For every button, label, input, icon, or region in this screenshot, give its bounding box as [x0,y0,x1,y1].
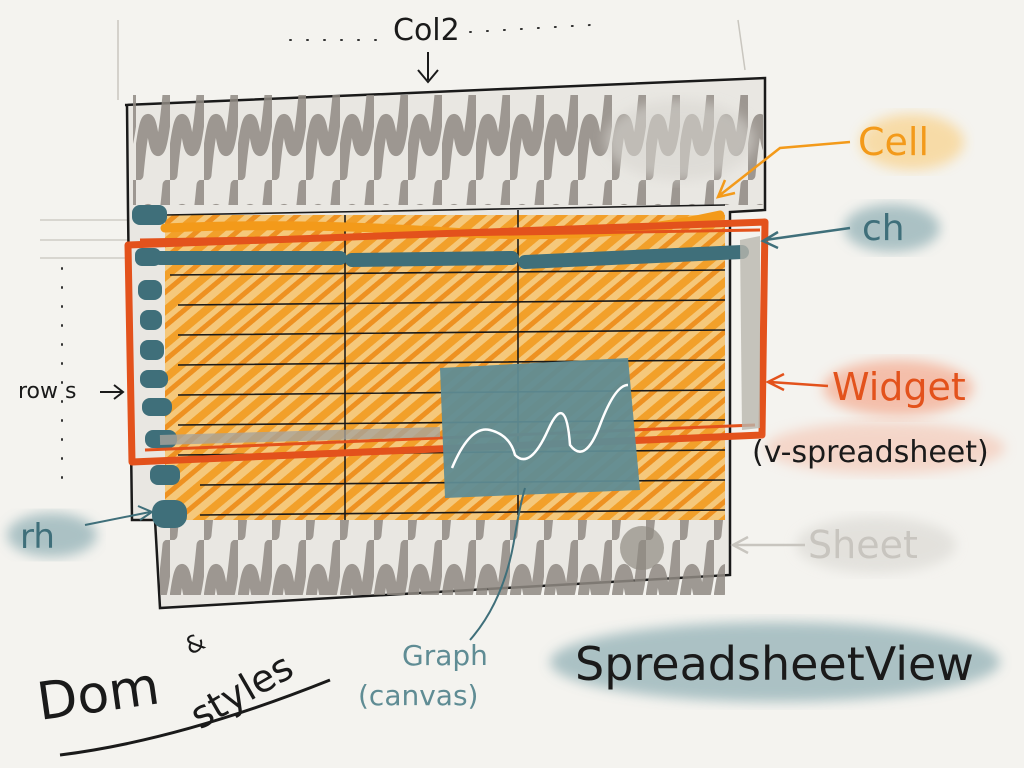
widget-frame [124,218,769,466]
graph-canvas [440,358,640,498]
v-spreadsheet-label: (v-spreadsheet) [752,435,989,470]
widget-arrow-icon [765,372,829,392]
cell-label: Cell [858,120,929,164]
sheet-label: Sheet [808,523,918,567]
spreadsheetview-label: SpreadsheetView [575,637,974,691]
ampersand-label: & [181,627,210,660]
canvas-label: (canvas) [358,679,478,712]
column-axis: Col2 [289,13,591,84]
rows-arrow-icon [100,384,125,400]
col2-arrow-icon [417,52,439,84]
row-headers [132,205,187,528]
sheet-arrow-icon [730,535,805,555]
rh-target-cell [152,500,187,528]
rh-arrow-icon [84,505,155,526]
ch-label: ch [862,208,905,249]
ch-arrow-icon [760,226,851,250]
dom-underline [59,678,331,757]
dom-label: Dom [33,656,163,732]
col2-label: Col2 [393,13,460,48]
graph-arrow-icon [469,487,526,641]
graph-line [450,383,629,469]
widget-label: Widget [832,365,966,409]
graph-label: Graph [402,639,488,672]
column-headers [153,245,749,269]
rows-label: row s [18,379,76,404]
cell-arrow-icon [715,140,851,199]
rh-label: rh [20,517,55,557]
